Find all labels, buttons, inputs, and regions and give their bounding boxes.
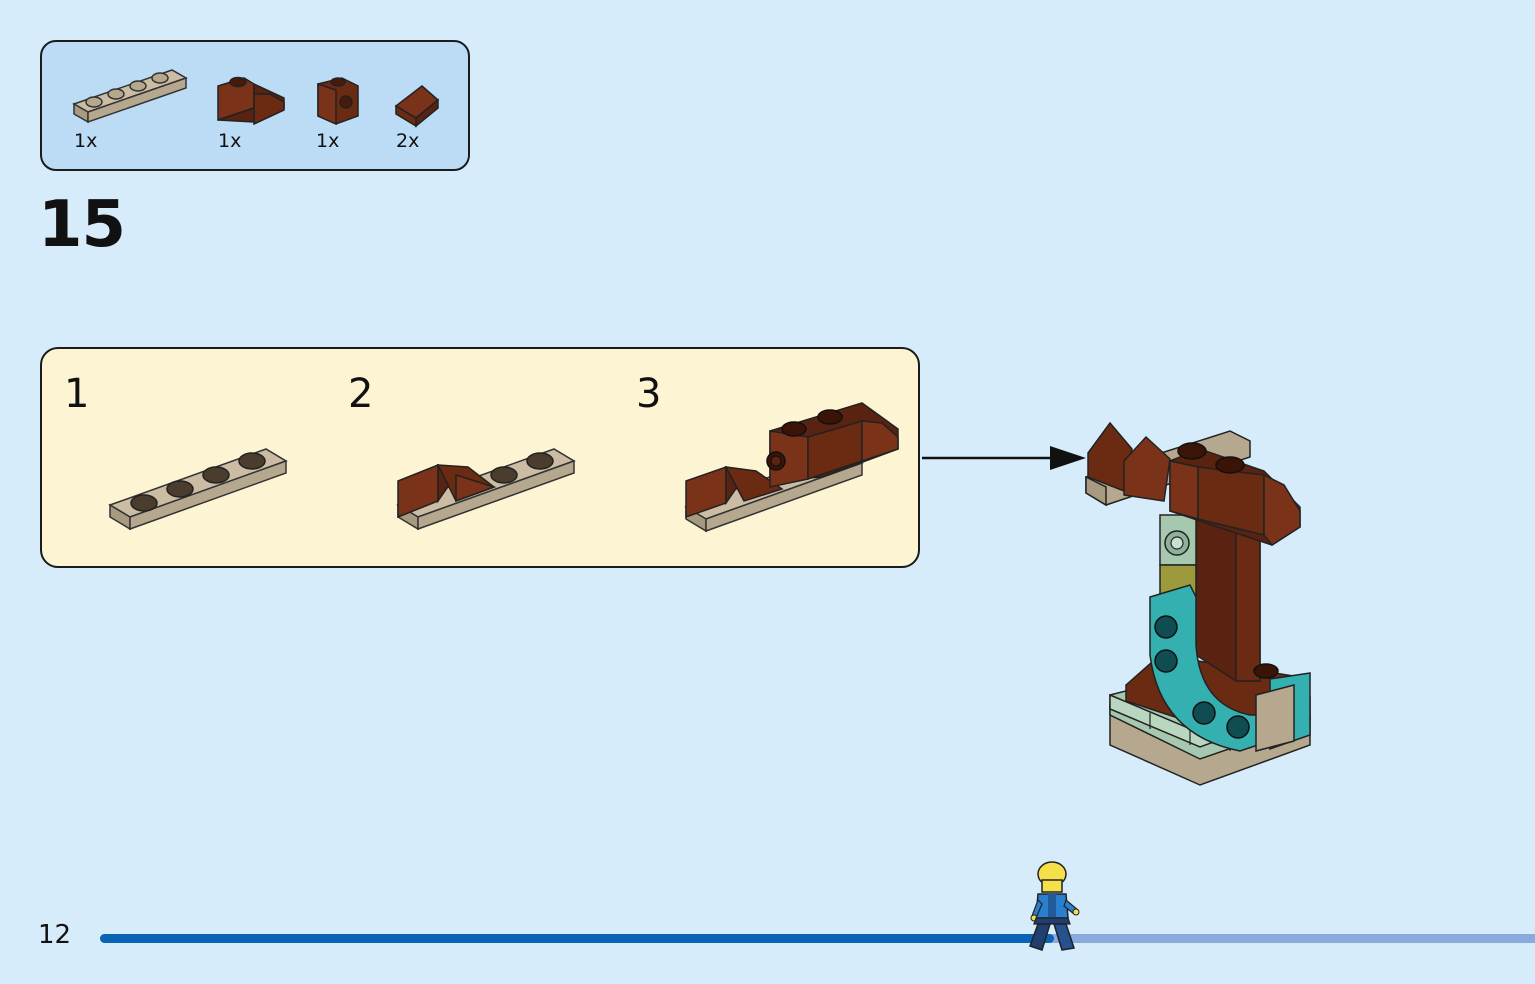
brown-slope-brick-icon [217, 76, 285, 126]
brown-slope-tile-icon [394, 85, 440, 128]
parts-callout: 1x 1x 1x 2x [40, 40, 470, 171]
assembled-model [1085, 421, 1311, 786]
substep-number: 2 [348, 371, 374, 417]
tan-plate-1x4-icon [72, 69, 188, 124]
substep-1-model [108, 448, 288, 531]
substep-number: 1 [64, 371, 90, 417]
step-number: 15 [38, 188, 126, 262]
substep-3-model [684, 402, 899, 533]
part-quantity: 1x [316, 130, 340, 152]
substep-2-model [396, 448, 576, 531]
brown-brick-with-stud-icon [317, 77, 359, 126]
arrow-right-icon [922, 446, 1086, 470]
progress-bar [100, 934, 1535, 943]
substep-panel: 1 2 3 [40, 347, 920, 568]
part-quantity: 1x [74, 130, 98, 152]
part-quantity: 1x [218, 130, 242, 152]
part-quantity: 2x [396, 130, 420, 152]
minifigure-icon [1029, 861, 1080, 951]
page-number: 12 [38, 920, 72, 950]
progress-bar-fill [100, 934, 1055, 943]
substep-number: 3 [636, 371, 662, 417]
